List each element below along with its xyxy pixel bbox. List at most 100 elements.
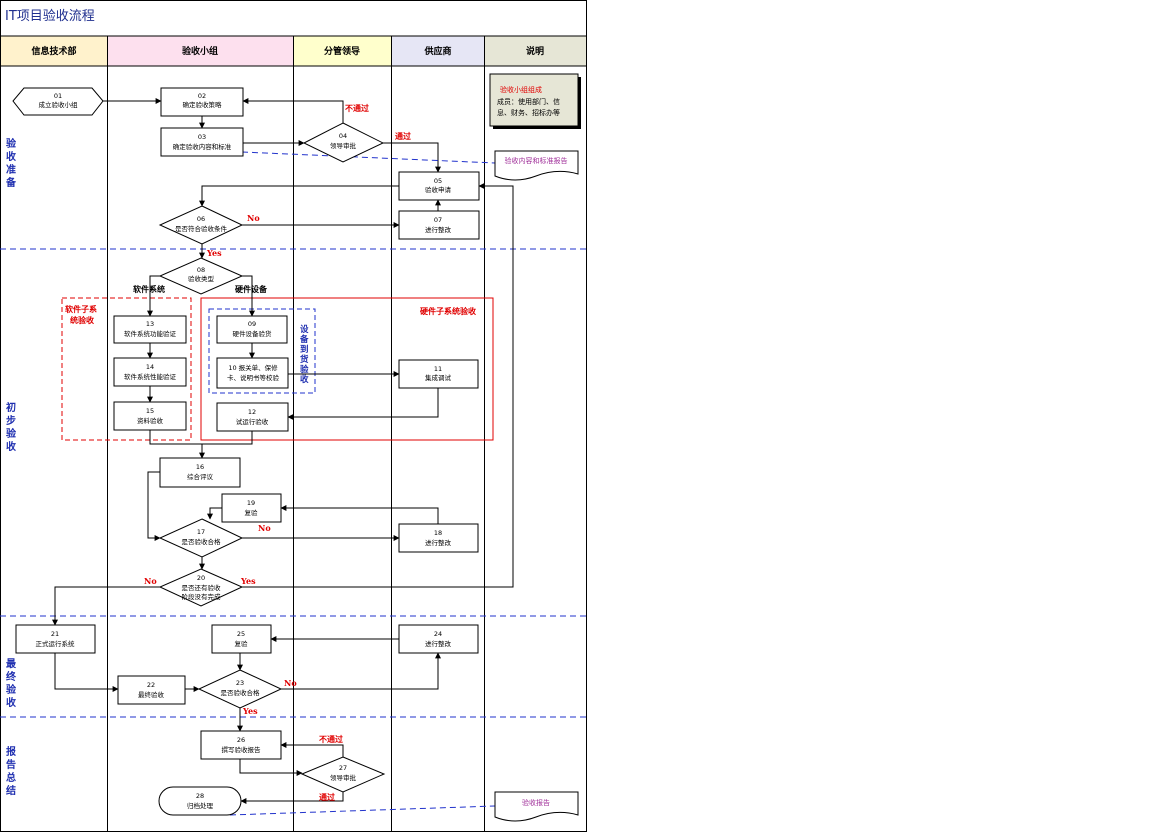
node-05-apply[interactable]	[398, 171, 480, 201]
node-20-number: 20	[197, 574, 205, 582]
node-27-number: 27	[339, 764, 347, 772]
flow-nodes: 01 成立验收小组 02 确定验收策略 03 确定验收内容和标准 04 领导审批…	[12, 87, 480, 816]
node-28-label: 归档处理	[187, 801, 214, 810]
node-12-trial-run[interactable]	[216, 402, 289, 432]
node-10-line2: 卡、说明书等校验	[227, 373, 280, 382]
node-16-number: 16	[196, 463, 204, 471]
node-21-number: 21	[51, 630, 59, 638]
node-19-recheck[interactable]	[221, 493, 282, 523]
node-08-label: 验收类型	[188, 274, 215, 283]
team-note-line2: 息、财务、招标办等	[497, 108, 560, 117]
label-software-subsystem-1: 软件子系	[65, 304, 97, 314]
node-03-number: 03	[198, 133, 206, 141]
node-08-acceptance-type[interactable]	[158, 257, 244, 295]
node-19-label: 复验	[245, 508, 259, 517]
node-02-number: 02	[198, 92, 206, 100]
node-01-form-team[interactable]	[12, 87, 104, 116]
node-27-leader-approval[interactable]	[300, 756, 386, 793]
node-02-strategy[interactable]	[160, 87, 244, 117]
node-07-rectify[interactable]	[398, 210, 480, 240]
node-14-number: 14	[146, 363, 154, 371]
node-03-content-standards[interactable]	[160, 127, 244, 157]
node-21-label: 正式运行系统	[36, 639, 76, 648]
node-24-label: 进行整改	[425, 639, 452, 648]
node-11-integration[interactable]	[398, 359, 479, 389]
node-19-number: 19	[247, 499, 255, 507]
node-09-number: 09	[248, 320, 256, 328]
label-no-17: No	[258, 523, 271, 533]
node-15-label: 资料验收	[137, 416, 164, 425]
header-acceptance-team: 验收小组	[182, 45, 218, 57]
node-25-number: 25	[237, 630, 245, 638]
header-cell-supplier	[391, 35, 485, 67]
team-note-title: 验收小组组成	[500, 85, 542, 94]
phase-label-final: 最终验收	[6, 658, 17, 709]
label-hardware-branch: 硬件设备	[235, 284, 268, 294]
node-22-label: 最终验收	[138, 690, 165, 699]
phase-label-report: 报告总结	[6, 745, 16, 797]
label-equipment-arrival: 设备到货验收	[299, 324, 309, 385]
node-18-number: 18	[434, 529, 442, 537]
node-25-recheck[interactable]	[211, 624, 272, 654]
flow-edges	[52, 98, 514, 804]
column-headers: 信息技术部 验收小组 分管领导 供应商 说明	[0, 35, 587, 67]
node-07-number: 07	[434, 216, 442, 224]
node-04-label: 领导审批	[330, 141, 357, 150]
node-01-label: 成立验收小组	[39, 100, 79, 109]
node-20-remaining-stages[interactable]	[158, 568, 244, 607]
node-04-leader-approval[interactable]	[302, 122, 385, 163]
node-22-final-acceptance[interactable]	[117, 675, 186, 705]
node-12-label: 试运行验收	[236, 417, 269, 426]
node-12-number: 12	[248, 408, 256, 416]
node-06-conditions-check[interactable]	[158, 205, 244, 245]
label-pass-27: 通过	[319, 792, 335, 802]
node-07-label: 进行整改	[425, 225, 452, 234]
node-26-write-report[interactable]	[200, 730, 282, 760]
node-15-documents[interactable]	[113, 401, 187, 431]
label-not-pass-27: 不通过	[319, 734, 343, 744]
phase-separators	[0, 248, 586, 718]
doc-standards-report-label: 验收内容和标准报告	[505, 156, 568, 165]
node-23-number: 23	[236, 679, 244, 687]
node-25-label: 复验	[235, 639, 249, 648]
label-no-23: No	[284, 678, 297, 688]
node-03-label: 确定验收内容和标准	[173, 142, 232, 151]
node-01-number: 01	[54, 92, 62, 100]
node-24-rectify[interactable]	[398, 624, 479, 654]
node-20-line2: 阶段没有完成	[182, 592, 222, 601]
node-22-number: 22	[147, 681, 155, 689]
node-16-review[interactable]	[159, 457, 241, 488]
header-cell-acceptance-team	[107, 35, 294, 67]
node-28-archive[interactable]	[158, 786, 242, 816]
label-hardware-subsystem: 硬件子系统验收	[420, 306, 476, 316]
node-14-label: 软件系统性能验证	[124, 372, 177, 381]
node-18-rectify[interactable]	[398, 523, 479, 553]
notes-column: 验收小组组成 成员：使用部门、信 息、财务、招标办等 验收内容和标准报告 验收报…	[489, 73, 581, 822]
node-13-software-function[interactable]	[113, 315, 187, 344]
node-23-passed-check[interactable]	[197, 669, 283, 709]
doc-link-standards	[241, 151, 496, 164]
node-10-document-check[interactable]	[216, 357, 289, 389]
node-17-passed-check[interactable]	[158, 518, 244, 558]
hardware-subsystem-group	[200, 297, 494, 441]
node-23-label: 是否验收合格	[221, 688, 261, 697]
node-17-label: 是否验收合格	[182, 537, 222, 546]
node-10-line1: 10 报关单、保修	[228, 363, 278, 372]
label-yes-20: Yes	[240, 576, 256, 586]
doc-link-report	[229, 805, 496, 816]
node-21-go-live[interactable]	[15, 624, 96, 654]
node-13-label: 软件系统功能验证	[124, 329, 177, 338]
node-17-number: 17	[197, 528, 205, 536]
software-subsystem-group	[61, 297, 192, 441]
header-notes: 说明	[526, 45, 544, 57]
edge-labels: 不通过 通过 No Yes 软件系统 硬件设备 软件子系 统验收 硬件子系统验收…	[65, 103, 476, 802]
node-26-label: 撰写验收报告	[222, 745, 262, 754]
header-cell-notes	[484, 35, 587, 67]
phase-label-prepare: 验收准备	[5, 137, 17, 189]
node-28-number: 28	[196, 792, 204, 800]
node-09-hardware-inspection[interactable]	[216, 315, 288, 344]
node-14-software-performance[interactable]	[113, 357, 187, 387]
doc-standards-report	[494, 150, 579, 181]
node-06-label: 是否符合验收条件	[175, 224, 228, 233]
